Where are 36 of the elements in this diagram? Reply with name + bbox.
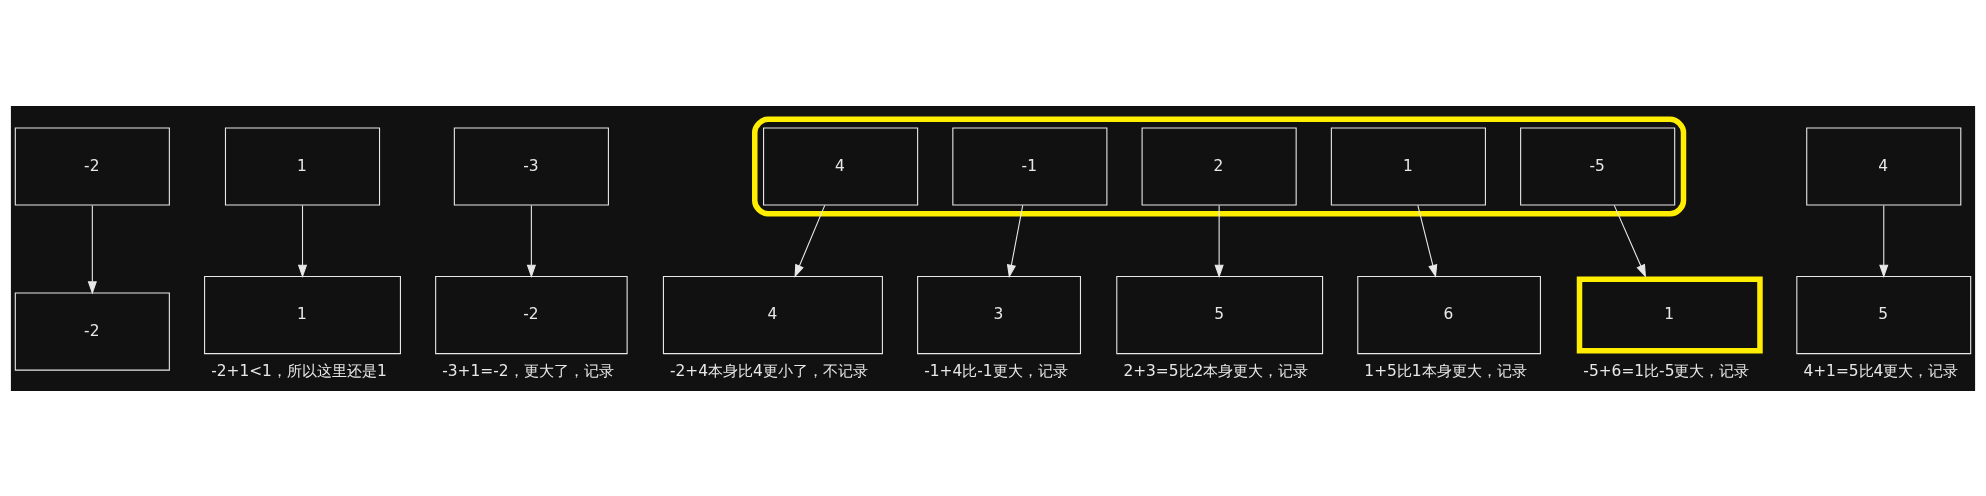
node-box: -3 — [453, 126, 609, 206]
node-box: 3 — [917, 275, 1082, 354]
node-box: 4 — [1806, 126, 1962, 206]
arrow — [87, 204, 97, 295]
node-box: 1 — [1576, 276, 1763, 354]
arrow — [1879, 204, 1889, 278]
node-label: -2+4本身比4更小了，不记录 — [670, 361, 868, 380]
node-box: 4 — [662, 275, 883, 354]
node-box: 1 — [224, 126, 381, 206]
node-box: 4 — [763, 126, 919, 206]
node-box: 6 — [1357, 275, 1541, 354]
node-label: 2+3=5比2本身更大，记录 — [1123, 361, 1309, 380]
arrow — [1006, 204, 1024, 278]
node-box: -2 — [14, 292, 170, 371]
node-label: -5+6=1比-5更大，记录 — [1583, 361, 1750, 380]
node-label: 1+5比1本身更大，记录 — [1364, 361, 1527, 380]
cluster — [752, 115, 1687, 217]
node-label: -3+1=-2，更大了，记录 — [442, 361, 614, 380]
node-label: 4+1=5比4更大，记录 — [1803, 361, 1959, 380]
arrow — [1214, 204, 1224, 278]
node-box: -2 — [435, 275, 628, 354]
node-box: 2 — [1141, 126, 1297, 206]
node-box: 1 — [204, 275, 401, 354]
node-box: -2 — [14, 126, 170, 206]
arrow — [526, 204, 536, 278]
node-box: 5 — [1796, 275, 1972, 354]
arrow — [794, 204, 826, 278]
arrow — [297, 204, 308, 278]
node-box: 5 — [1116, 275, 1324, 354]
arrow — [1613, 204, 1647, 278]
node-box: -5 — [1520, 126, 1676, 206]
node-box: 1 — [1330, 126, 1486, 206]
arrow — [1417, 204, 1438, 278]
node-box: -1 — [952, 126, 1108, 206]
node-label: -2+1<1，所以这里还是1 — [211, 361, 387, 380]
node-label: -1+4比-1更大，记录 — [924, 361, 1068, 380]
